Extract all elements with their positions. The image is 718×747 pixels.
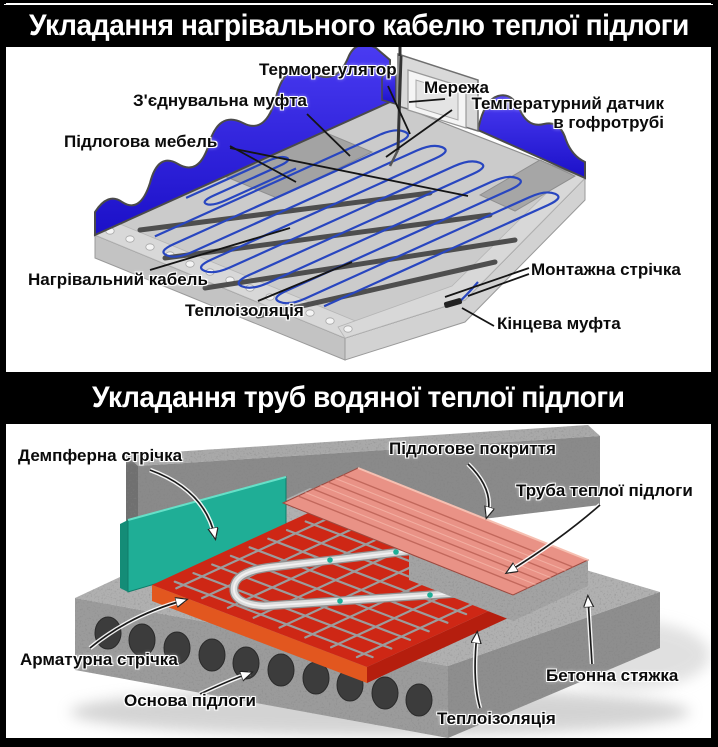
label-damper-tape: Демпферна стрічка [18,446,183,465]
frame-left [0,0,6,747]
leader-lines-top [149,85,530,327]
end-coupling [443,298,463,308]
wall-left [94,43,391,237]
leader-arrows-bottom [88,462,602,709]
label-temperature-sensor: Температурний датчик в гофротрубі [471,94,664,132]
pipe-clips [327,549,433,604]
label-thermostat: Терморегулятор [259,60,397,79]
label-floor-base: Основа підлоги [124,691,257,710]
label-insulation-bottom: Теплоізоляція [437,709,556,728]
label-end-coupling: Кінцева муфта [497,314,621,333]
heating-cable-scene [95,40,585,360]
frame-bottom [0,738,718,747]
label-connection-coupling: З'єднувальна муфта [133,91,307,110]
water-pipe-scene [70,425,710,738]
screed-layer [409,554,588,621]
wall-right [476,94,586,180]
label-pipe: Труба теплої підлоги [516,481,693,500]
frame-top [0,0,718,3]
label-floor-furniture: Підлогова мебель [64,132,218,151]
label-insulation-top: Теплоізоляція [185,301,304,320]
water-pipe [229,540,510,611]
label-floor-covering: Підлогове покриття [389,439,556,458]
label-heating-cable: Нагрівальний кабель [28,270,208,289]
section1-title: Укладання нагрівального кабелю теплої пі… [28,9,689,42]
section2-title: Укладання труб водяної теплої підлоги [92,381,625,414]
label-reinforcement-tape: Арматурна стрічка [20,650,178,669]
label-mounting-tape: Монтажна стрічка [531,260,681,279]
section2-titlebar: Укладання труб водяної теплої підлоги [4,372,713,424]
label-concrete-screed: Бетонна стяжка [546,666,679,685]
floor-base-slab [75,592,660,738]
sensor-conduit [388,149,400,167]
frame-right [711,0,718,747]
label-mains: Мережа [424,78,489,97]
section1-titlebar: Укладання нагрівального кабелю теплої пі… [4,4,713,47]
heating-cable [111,116,565,313]
